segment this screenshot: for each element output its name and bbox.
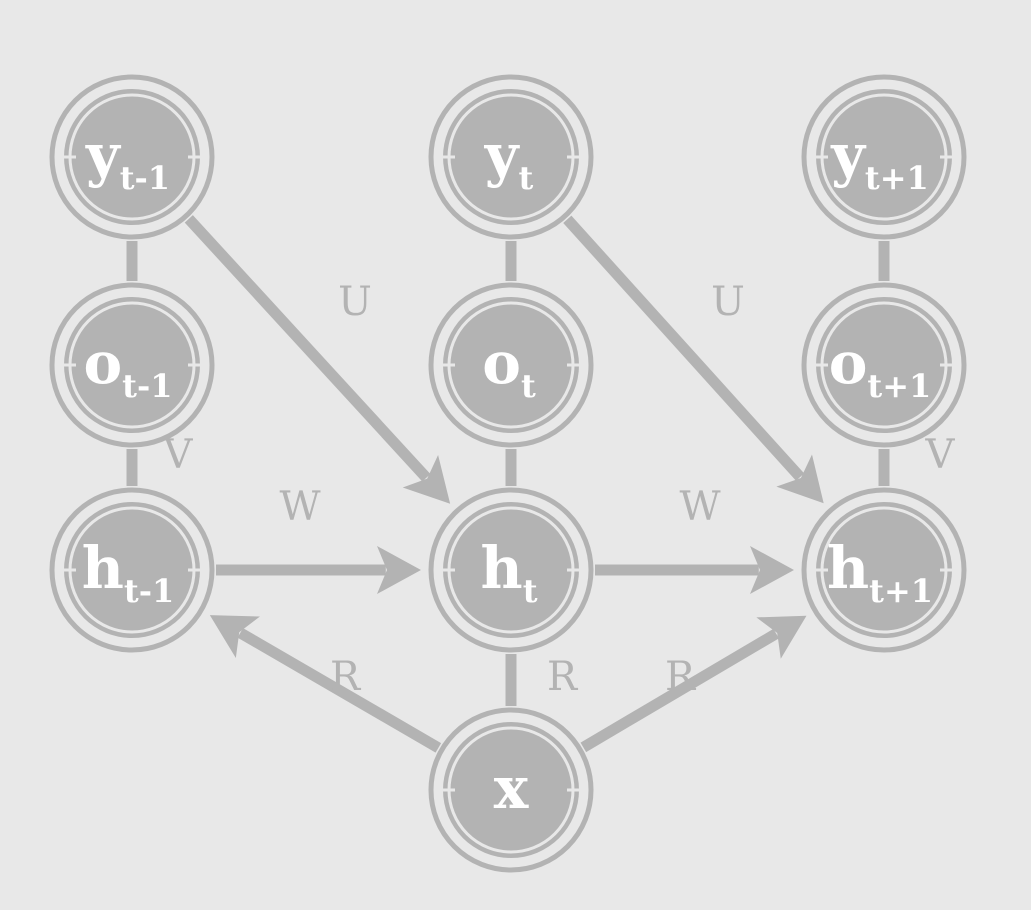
node-fill: [64, 89, 200, 225]
edge-label-w: W: [679, 484, 720, 530]
node-y-t-plus-1: yt+1: [801, 74, 967, 240]
node-label-main: h: [82, 534, 124, 602]
node-label-main: o: [829, 329, 868, 397]
node-label: ot: [482, 329, 536, 405]
node-label: ot-1: [83, 329, 172, 405]
edge-line: [563, 215, 805, 481]
node-label-main: o: [482, 329, 521, 397]
edge-x-to-h_next: [580, 615, 807, 753]
node-label-main: h: [481, 534, 523, 602]
edge-labels-layer: V V U U W W R R R: [163, 279, 956, 700]
node-label-subscript: t-1: [122, 367, 172, 405]
node-label-main: x: [494, 754, 529, 822]
node-label-subscript: t-1: [124, 572, 174, 610]
edge-label-v: V: [925, 432, 956, 478]
node-label: ht-1: [82, 534, 175, 610]
node-label-subscript: t: [523, 572, 538, 610]
node-label-subscript: t+1: [867, 367, 931, 405]
node-label-main: y: [85, 121, 122, 189]
node-fill: [64, 297, 200, 433]
edge-line: [184, 215, 431, 482]
edge-line: [237, 628, 442, 753]
edge-x-to-h_prev: [209, 615, 442, 753]
edges-layer: [126, 215, 890, 753]
edge-h_prev-to-h_cur: [216, 546, 421, 594]
edge-label-r: R: [665, 654, 697, 700]
node-h-t: ht: [428, 487, 594, 653]
arrowhead-icon: [377, 546, 421, 594]
node-label-subscript: t: [521, 367, 536, 405]
node-fill: [443, 89, 579, 225]
node-y-t: yt: [428, 74, 594, 240]
node-label: yt+1: [830, 121, 929, 197]
node-x: x: [428, 707, 594, 873]
edge-y_cur-to-h_next: [563, 215, 824, 504]
node-label-subscript: t-1: [120, 159, 170, 197]
node-fill: [443, 722, 579, 858]
node-fill: [443, 297, 579, 433]
node-o-t-plus-1: ot+1: [801, 282, 967, 448]
node-label: yt-1: [85, 121, 170, 197]
edge-label-u: U: [338, 279, 372, 325]
arrowhead-icon: [776, 454, 824, 504]
edge-label-r: R: [547, 654, 579, 700]
node-fill: [816, 297, 952, 433]
node-label: x: [494, 754, 529, 822]
node-fill: [443, 502, 579, 638]
node-label-main: o: [83, 329, 122, 397]
node-label-main: h: [827, 534, 869, 602]
node-label-main: y: [484, 121, 521, 189]
node-label-subscript: t+1: [869, 572, 933, 610]
node-h-t-plus-1: ht+1: [801, 487, 967, 653]
node-y-t-minus-1: yt-1: [49, 74, 215, 240]
arrowhead-icon: [209, 615, 260, 659]
arrowhead-icon: [756, 615, 807, 659]
edge-label-v: V: [163, 432, 194, 478]
edge-h_cur-to-h_next: [595, 546, 794, 594]
node-label-subscript: t+1: [865, 159, 929, 197]
node-label-subscript: t: [518, 159, 533, 197]
edge-label-u: U: [711, 279, 745, 325]
node-h-t-minus-1: ht-1: [49, 487, 215, 653]
edge-y_prev-to-h_cur: [184, 215, 451, 504]
node-o-t-minus-1: ot-1: [49, 282, 215, 448]
node-label: ht: [481, 534, 538, 610]
node-o-t: ot: [428, 282, 594, 448]
node-label: yt: [484, 121, 534, 197]
edge-label-w: W: [279, 484, 320, 530]
node-fill: [64, 502, 200, 638]
node-fill: [816, 89, 952, 225]
node-label: ot+1: [829, 329, 932, 405]
edge-label-r: R: [330, 654, 362, 700]
node-fill: [816, 502, 952, 638]
arrowhead-icon: [402, 455, 451, 504]
edge-line: [580, 628, 779, 753]
node-label-main: y: [830, 121, 867, 189]
arrowhead-icon: [750, 546, 794, 594]
node-label: ht+1: [827, 534, 933, 610]
